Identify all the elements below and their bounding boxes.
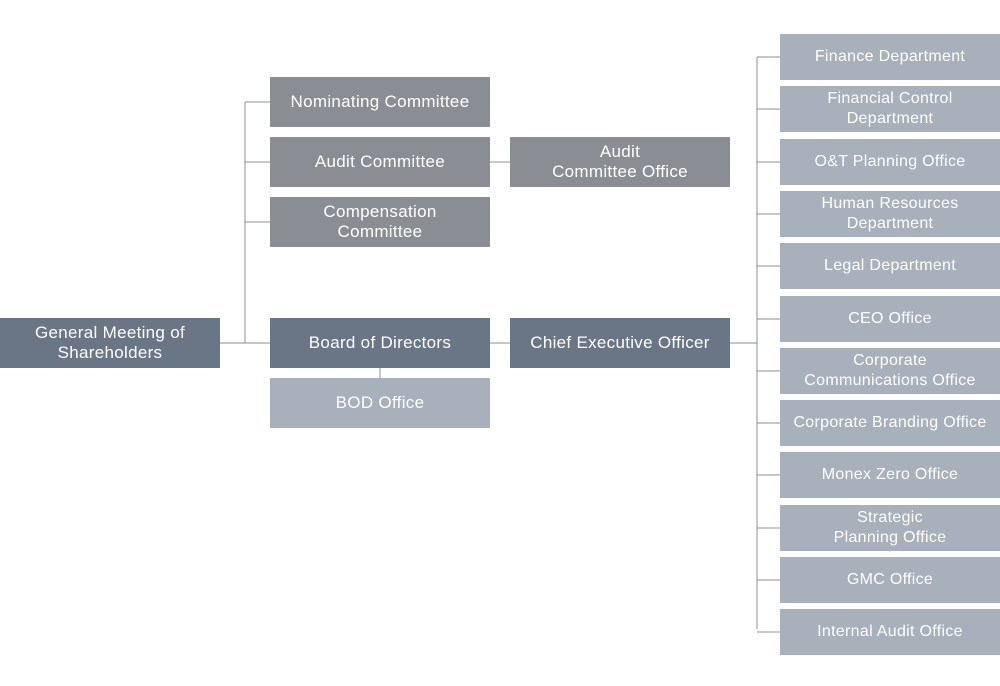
general-meeting-label: General Meeting of Shareholders bbox=[35, 323, 185, 362]
department-box: Legal Department bbox=[780, 243, 1000, 289]
department-box: Finance Department bbox=[780, 34, 1000, 80]
department-box: Corporate Communications Office bbox=[780, 348, 1000, 394]
department-label: Human Resources Department bbox=[821, 195, 959, 232]
compensation-committee-box: Compensation Committee bbox=[270, 197, 490, 247]
department-connector-ticks bbox=[757, 56, 780, 633]
department-label: Legal Department bbox=[824, 257, 956, 274]
department-label: Internal Audit Office bbox=[817, 623, 963, 640]
nominating-committee-label: Nominating Committee bbox=[290, 92, 470, 111]
audit-committee-box: Audit Committee bbox=[270, 137, 490, 187]
board-of-directors-box: Board of Directors bbox=[270, 318, 490, 368]
board-of-directors-label: Board of Directors bbox=[308, 333, 452, 352]
audit-committee-office-box: Audit Committee Office bbox=[510, 137, 730, 187]
department-box: GMC Office bbox=[780, 557, 1000, 603]
nominating-committee-box: Nominating Committee bbox=[270, 77, 490, 127]
department-label: Finance Department bbox=[814, 48, 966, 65]
audit-committee-label: Audit Committee bbox=[314, 152, 446, 171]
department-label: Corporate Communications Office bbox=[804, 352, 976, 389]
compensation-committee-label: Compensation Committee bbox=[323, 202, 437, 241]
department-label: Financial Control Department bbox=[827, 90, 953, 127]
department-label: Strategic Planning Office bbox=[833, 509, 947, 546]
ceo-label: Chief Executive Officer bbox=[530, 333, 710, 352]
department-label: GMC Office bbox=[846, 571, 934, 588]
ceo-box: Chief Executive Officer bbox=[510, 318, 730, 368]
audit-committee-office-label: Audit Committee Office bbox=[552, 142, 688, 181]
department-box: CEO Office bbox=[780, 296, 1000, 342]
department-box: Internal Audit Office bbox=[780, 609, 1000, 655]
general-meeting-box: General Meeting of Shareholders bbox=[0, 318, 220, 368]
department-box: O&T Planning Office bbox=[780, 139, 1000, 185]
department-label: Monex Zero Office bbox=[821, 466, 959, 483]
department-box: Human Resources Department bbox=[780, 191, 1000, 237]
department-box: Financial Control Department bbox=[780, 86, 1000, 132]
department-box: Corporate Branding Office bbox=[780, 400, 1000, 446]
bod-office-box: BOD Office bbox=[270, 378, 490, 428]
department-box: Strategic Planning Office bbox=[780, 505, 1000, 551]
department-label: O&T Planning Office bbox=[814, 153, 966, 170]
department-box: Monex Zero Office bbox=[780, 452, 1000, 498]
department-label: Corporate Branding Office bbox=[793, 414, 987, 431]
department-label: CEO Office bbox=[848, 310, 932, 327]
bod-office-label: BOD Office bbox=[335, 393, 425, 412]
